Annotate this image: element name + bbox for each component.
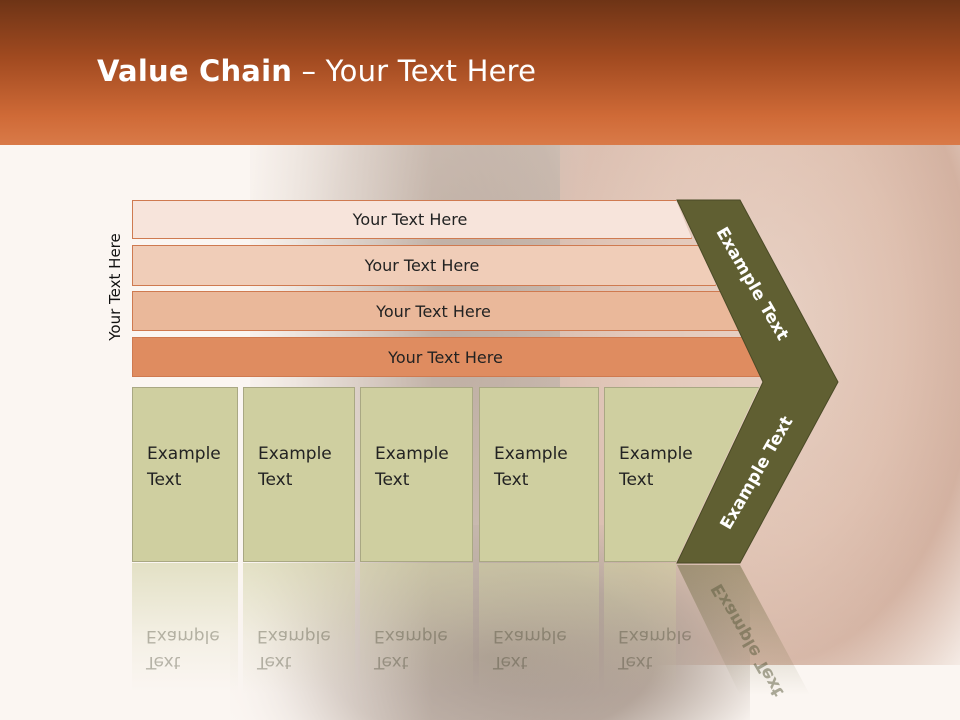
- title-bold: Value Chain: [97, 54, 293, 88]
- band-3-text: Your Text Here: [376, 301, 491, 321]
- title-bar: Value Chain – Your Text Here: [0, 0, 960, 145]
- band-2: Your Text Here: [132, 245, 716, 286]
- band-4: Your Text Here: [132, 337, 763, 377]
- title-rest: – Your Text Here: [292, 54, 537, 88]
- band-1: Your Text Here: [132, 200, 692, 239]
- band-1-text: Your Text Here: [352, 210, 468, 229]
- vertical-label-text: Your Text Here: [106, 233, 124, 341]
- slide-title: Value Chain – Your Text Here: [97, 54, 536, 88]
- band-2-text: Your Text Here: [364, 256, 480, 275]
- band-4-text: Your Text Here: [388, 347, 503, 367]
- band-3: Your Text Here: [132, 291, 739, 331]
